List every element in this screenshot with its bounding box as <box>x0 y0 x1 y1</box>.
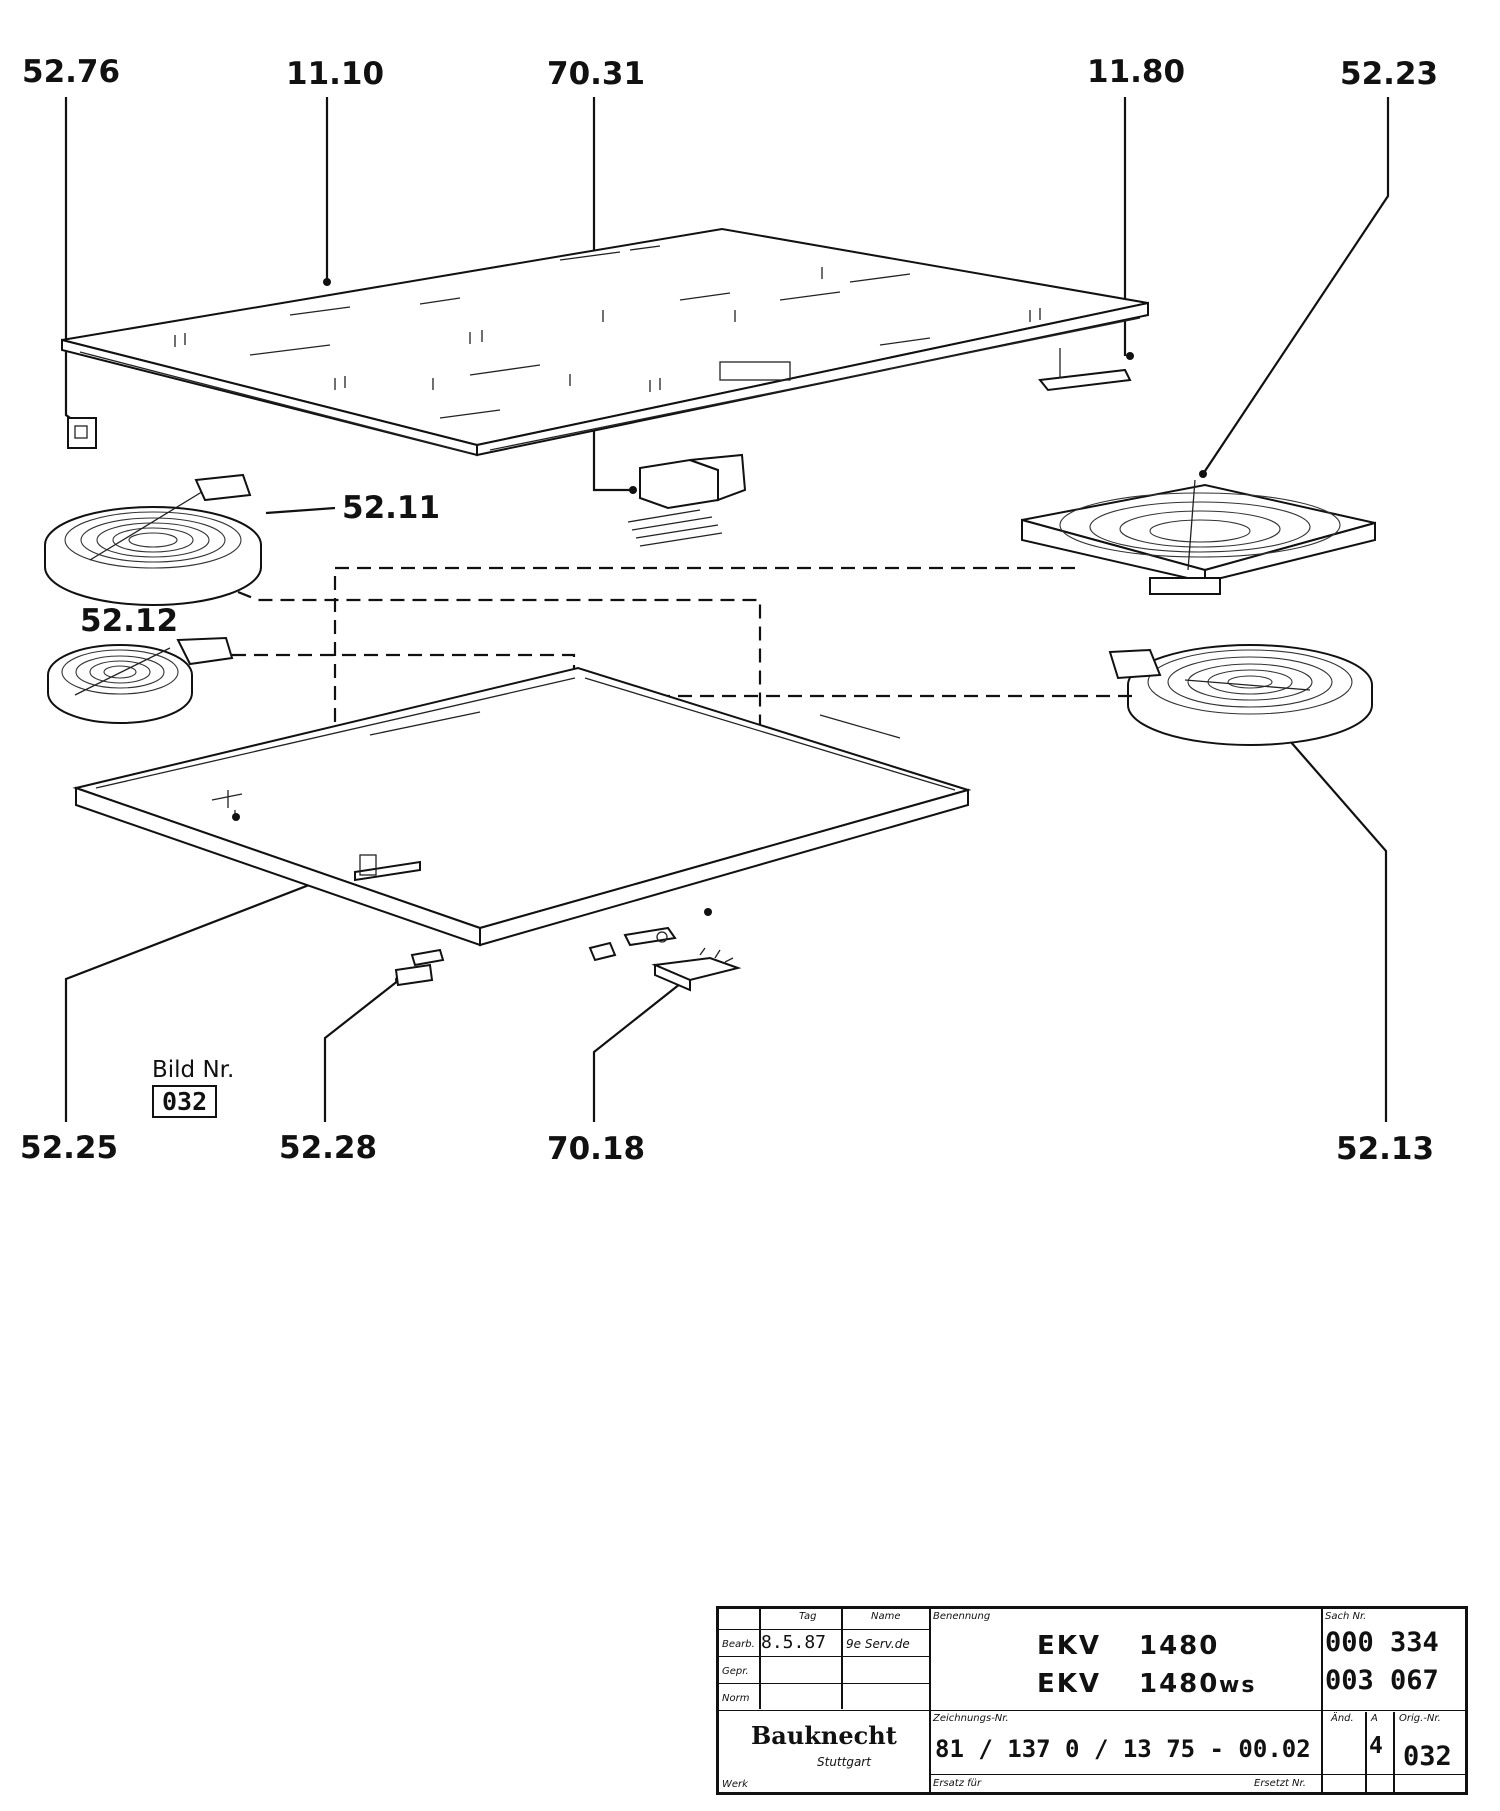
heating-element-52-13 <box>1108 644 1373 746</box>
col-header-tag: Tag <box>799 1611 817 1622</box>
werk-header: Werk <box>722 1779 748 1790</box>
heating-element-52-23 <box>1021 479 1376 595</box>
label-52-23: 52.23 <box>1340 56 1438 92</box>
bearb-date: 8.5.87 <box>761 1632 827 1653</box>
leader-lines <box>64 97 1390 1122</box>
aend-header: Änd. <box>1331 1713 1354 1724</box>
label-11-80: 11.80 <box>1087 54 1185 90</box>
label-11-10: 11.10 <box>286 56 384 92</box>
label-52-12: 52.12 <box>80 603 178 639</box>
ersetzt-header: Ersetzt Nr. <box>1254 1778 1306 1789</box>
aend-sub: A <box>1371 1713 1378 1724</box>
orig-number: 032 <box>1403 1741 1452 1772</box>
brand-logo: Bauknecht <box>751 1721 897 1750</box>
bild-nr-box: Bild Nr. 032 <box>152 1057 234 1118</box>
terminal-block-70-18 <box>651 947 742 992</box>
bild-number: 032 <box>152 1085 218 1118</box>
heating-element-52-11 <box>44 473 262 606</box>
sach-number-2: 003 067 <box>1325 1665 1439 1696</box>
model-1-number: 1480 <box>1139 1631 1220 1661</box>
label-52-11: 52.11 <box>342 490 440 526</box>
label-52-76: 52.76 <box>22 54 120 90</box>
clip-52-76 <box>67 417 97 449</box>
heating-element-52-12 <box>47 636 234 724</box>
label-52-25: 52.25 <box>20 1130 118 1166</box>
label-52-13: 52.13 <box>1336 1131 1434 1167</box>
zeichnungs-number: 81 / 137 0 / 13 75 - 00.02 <box>935 1735 1311 1763</box>
clip-parts-under-frame <box>588 908 712 962</box>
row-bearb: Bearb. <box>722 1639 755 1650</box>
bearb-name: 9e Serv.de <box>846 1637 910 1651</box>
row-gepr: Gepr. <box>722 1666 749 1677</box>
row-norm: Norm <box>722 1693 750 1704</box>
model-2-suffix: ws <box>1219 1673 1257 1698</box>
label-70-31: 70.31 <box>547 56 645 92</box>
model-1-name: EKV <box>1037 1631 1102 1661</box>
sach-header: Sach Nr. <box>1325 1611 1367 1622</box>
orig-header: Orig.-Nr. <box>1399 1713 1441 1724</box>
bild-caption: Bild Nr. <box>152 1057 235 1083</box>
label-70-18: 70.18 <box>547 1131 645 1167</box>
connector-70-31 <box>627 453 747 547</box>
label-52-28: 52.28 <box>279 1130 377 1166</box>
benennung-header: Benennung <box>933 1611 991 1622</box>
glass-ceramic-top-plate <box>61 227 1149 457</box>
brand-city: Stuttgart <box>817 1755 871 1769</box>
bracket-52-28 <box>394 948 445 987</box>
sach-number-1: 000 334 <box>1325 1627 1439 1658</box>
zeichnungs-header: Zeichnungs-Nr. <box>933 1713 1009 1724</box>
model-2-number: 1480 <box>1139 1669 1220 1699</box>
aend-value: 4 <box>1369 1733 1383 1759</box>
col-header-name: Name <box>871 1611 901 1622</box>
model-2-name: EKV <box>1037 1669 1102 1699</box>
drawing-title-block: Tag Name Bearb. Gepr. Norm 8.5.87 9e Ser… <box>716 1606 1468 1795</box>
lower-frame-pan <box>72 666 972 947</box>
ersatz-header: Ersatz für <box>933 1778 982 1789</box>
